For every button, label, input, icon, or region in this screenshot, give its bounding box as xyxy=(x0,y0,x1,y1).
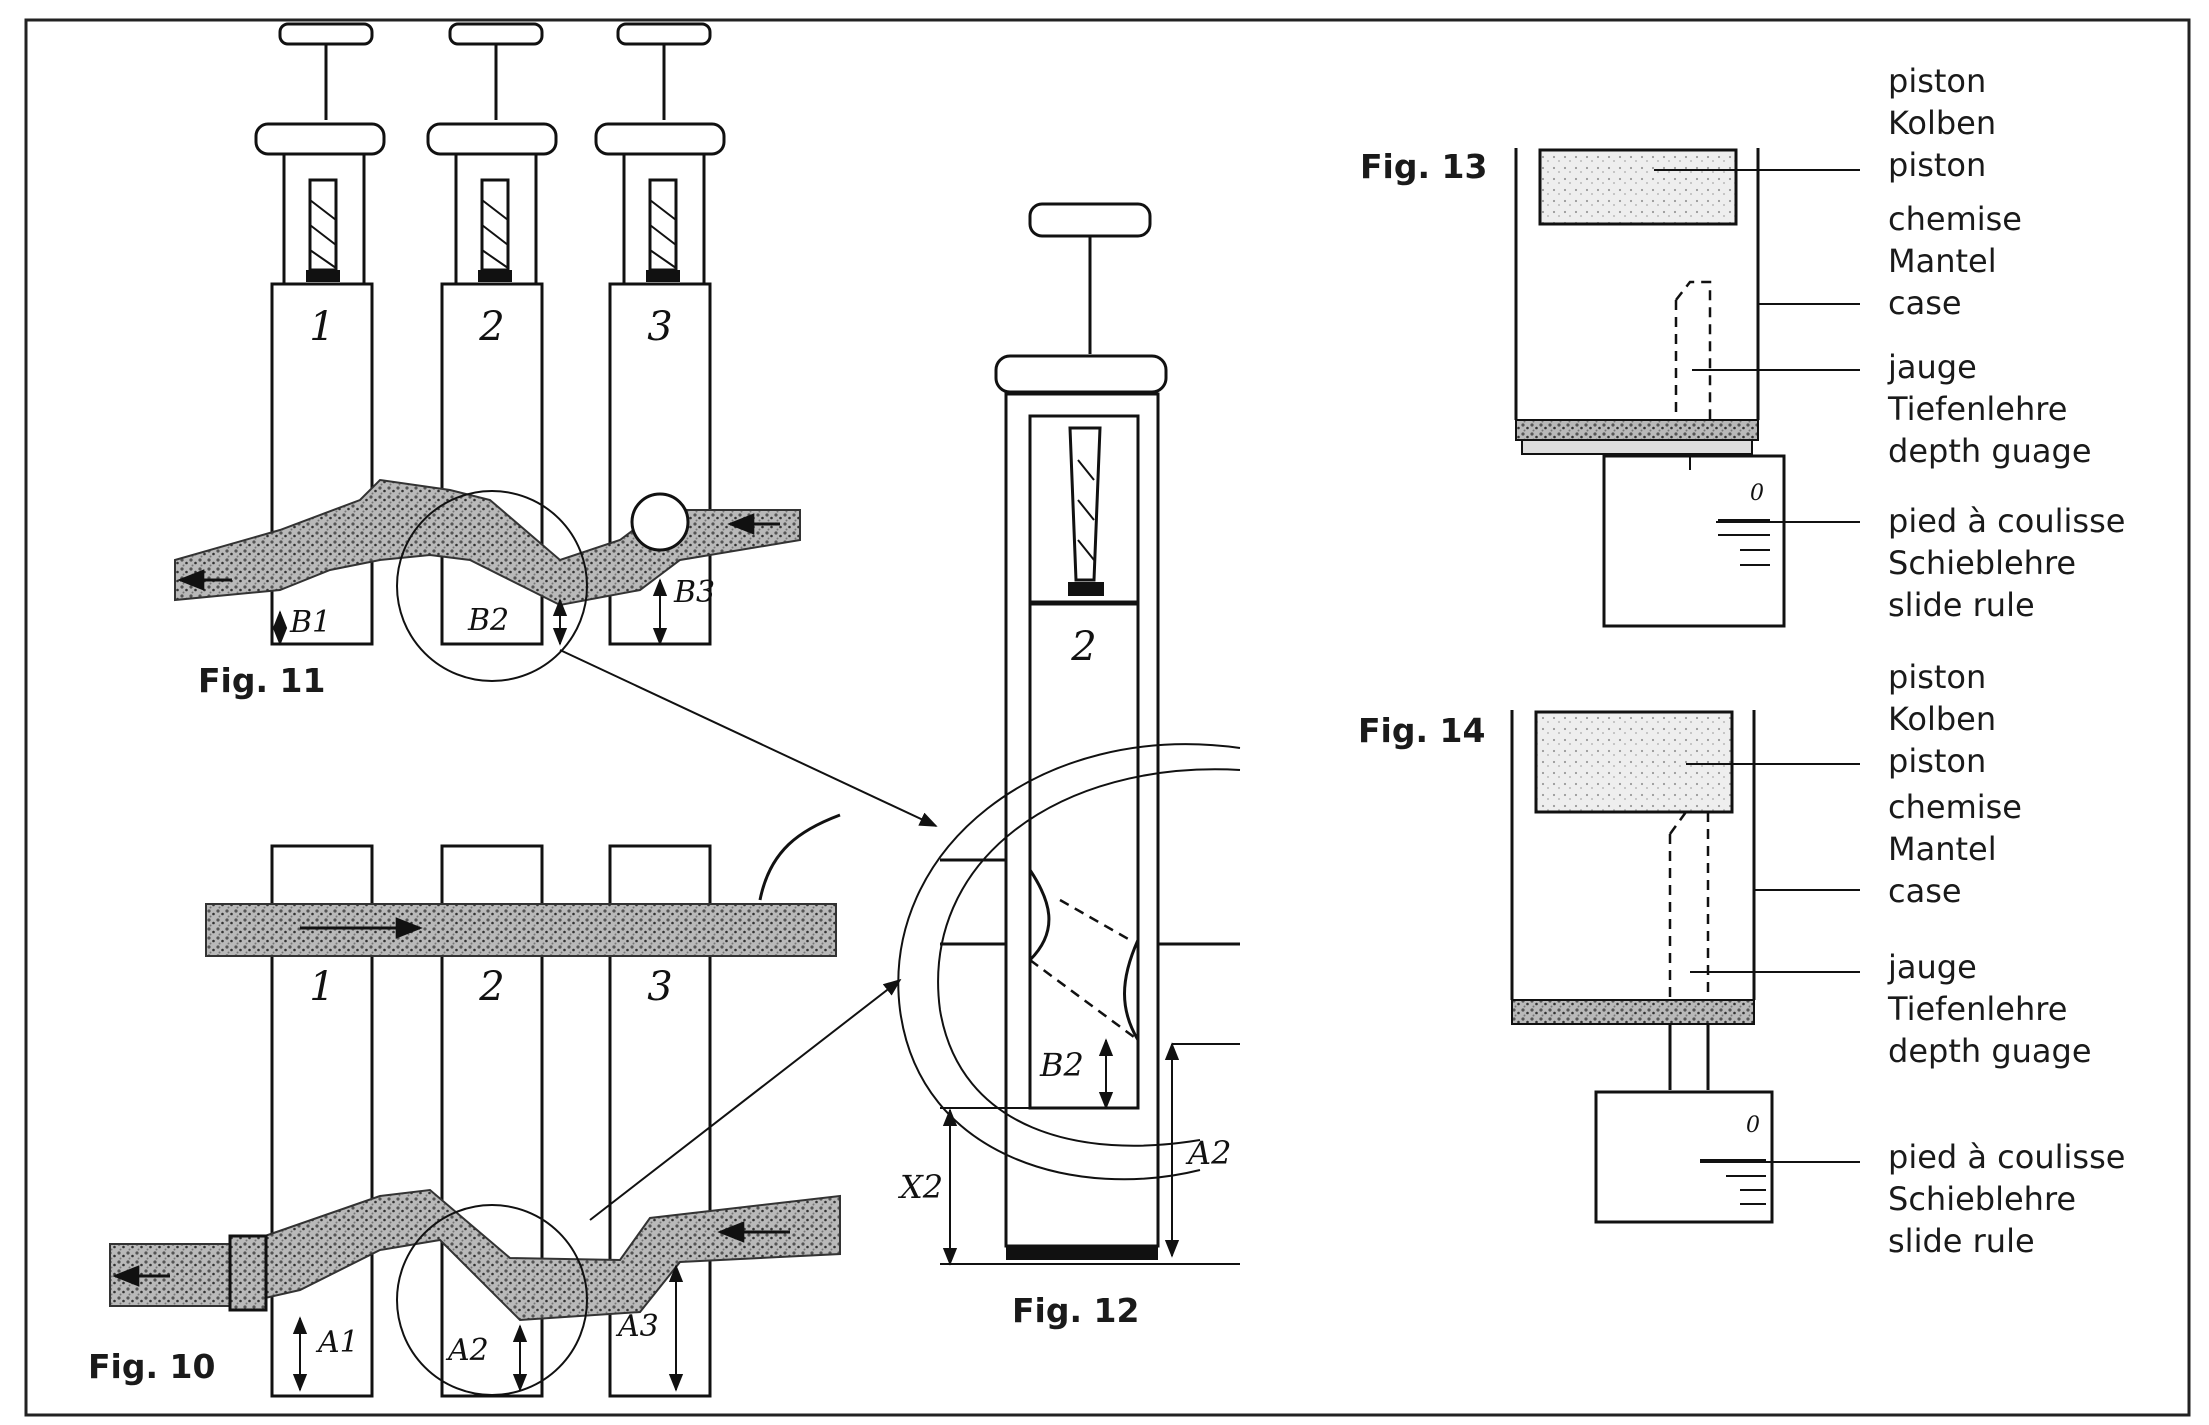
fig-13-slide-rule xyxy=(1602,454,1786,628)
fig-14-label: Fig. 14 xyxy=(1358,711,1485,750)
fig-14-scale-mark: 0 xyxy=(1746,1113,1760,1138)
fig-12: 2 B2 A2 X2 Fig. 12 xyxy=(897,202,1241,1330)
fig-12-valve-number: 2 xyxy=(1070,624,1096,670)
page-border xyxy=(24,18,2191,1417)
fig-14-slide-rule xyxy=(1594,1090,1774,1224)
fig-10-dim-label: A2 xyxy=(445,1333,489,1368)
fig-11-valve-number: 2 xyxy=(478,304,504,350)
fig-10-valve-number: 3 xyxy=(647,964,672,1010)
fig-13-label: Fig. 13 xyxy=(1360,147,1487,186)
fig-14-callout-depth-gauge: jauge Tiefenlehre depth guage xyxy=(1887,948,2092,1070)
fig-10-dim-label: A3 xyxy=(615,1309,659,1344)
fig-13-callout-case: chemise Mantel case xyxy=(1888,200,2032,322)
fig-11-detail-circle xyxy=(396,490,588,682)
fig-10: 1 2 3 A1 A2 A3 Fig. 10 xyxy=(88,813,841,1398)
fig-12-dim-label: X2 xyxy=(897,1168,943,1206)
fig-10-dim-label: A1 xyxy=(315,1325,359,1360)
fig-13-callout-depth-gauge: jauge Tiefenlehre depth guage xyxy=(1887,348,2092,470)
fig-13: Fig. 13 0 piston Kolben piston chemise M… xyxy=(1360,62,2136,628)
fig-12-label: Fig. 12 xyxy=(1012,1291,1139,1330)
fig-11-dim-label: B2 xyxy=(467,603,509,638)
fig-13-callout-piston: piston Kolben piston xyxy=(1888,62,2006,184)
fig-14-callout-case: chemise Mantel case xyxy=(1888,788,2032,910)
fig-11-valve-number: 3 xyxy=(647,304,672,350)
fig-14-piston xyxy=(1534,710,1734,814)
fig-13-scale-mark: 0 xyxy=(1750,481,1764,506)
fig-13-piston xyxy=(1538,148,1738,226)
fig-10-top-tube xyxy=(205,903,837,957)
fig-11-valve-number: 1 xyxy=(309,304,334,350)
fig-10-valve-number: 2 xyxy=(478,964,504,1010)
fig-10-valve-number: 1 xyxy=(309,964,334,1010)
fig-13-callout-slide-rule: pied à coulisse Schieblehre slide rule xyxy=(1888,502,2136,624)
fig-10-label: Fig. 10 xyxy=(88,1347,215,1386)
fig-11-dim-label: B1 xyxy=(289,605,331,640)
fig-14-callout-piston: piston Kolben piston xyxy=(1888,658,2006,780)
fig-11-dim-label: B3 xyxy=(673,575,715,610)
fig-14: Fig. 14 0 piston Kolben piston chemise M… xyxy=(1358,658,2136,1260)
fig-12-detail-arc xyxy=(897,743,1241,1181)
fig-12-dim-label: B2 xyxy=(1039,1046,1084,1084)
fig-10-bottom-tube xyxy=(109,1188,841,1322)
detail-leader-arrow xyxy=(589,978,902,1221)
fig-12-dim-label: A2 xyxy=(1185,1134,1231,1172)
fig-14-callout-slide-rule: pied à coulisse Schieblehre slide rule xyxy=(1888,1138,2136,1260)
fig-11-label: Fig. 11 xyxy=(198,661,325,700)
fig-11-valve-1 xyxy=(254,22,386,646)
detail-leader-arrow xyxy=(559,649,938,827)
fig-11: 1 2 3 B1 B2 B3 Fig. 11 xyxy=(174,22,801,700)
fig-11-airflow-tube xyxy=(174,478,801,607)
fig-10-detail-circle xyxy=(396,1204,588,1396)
